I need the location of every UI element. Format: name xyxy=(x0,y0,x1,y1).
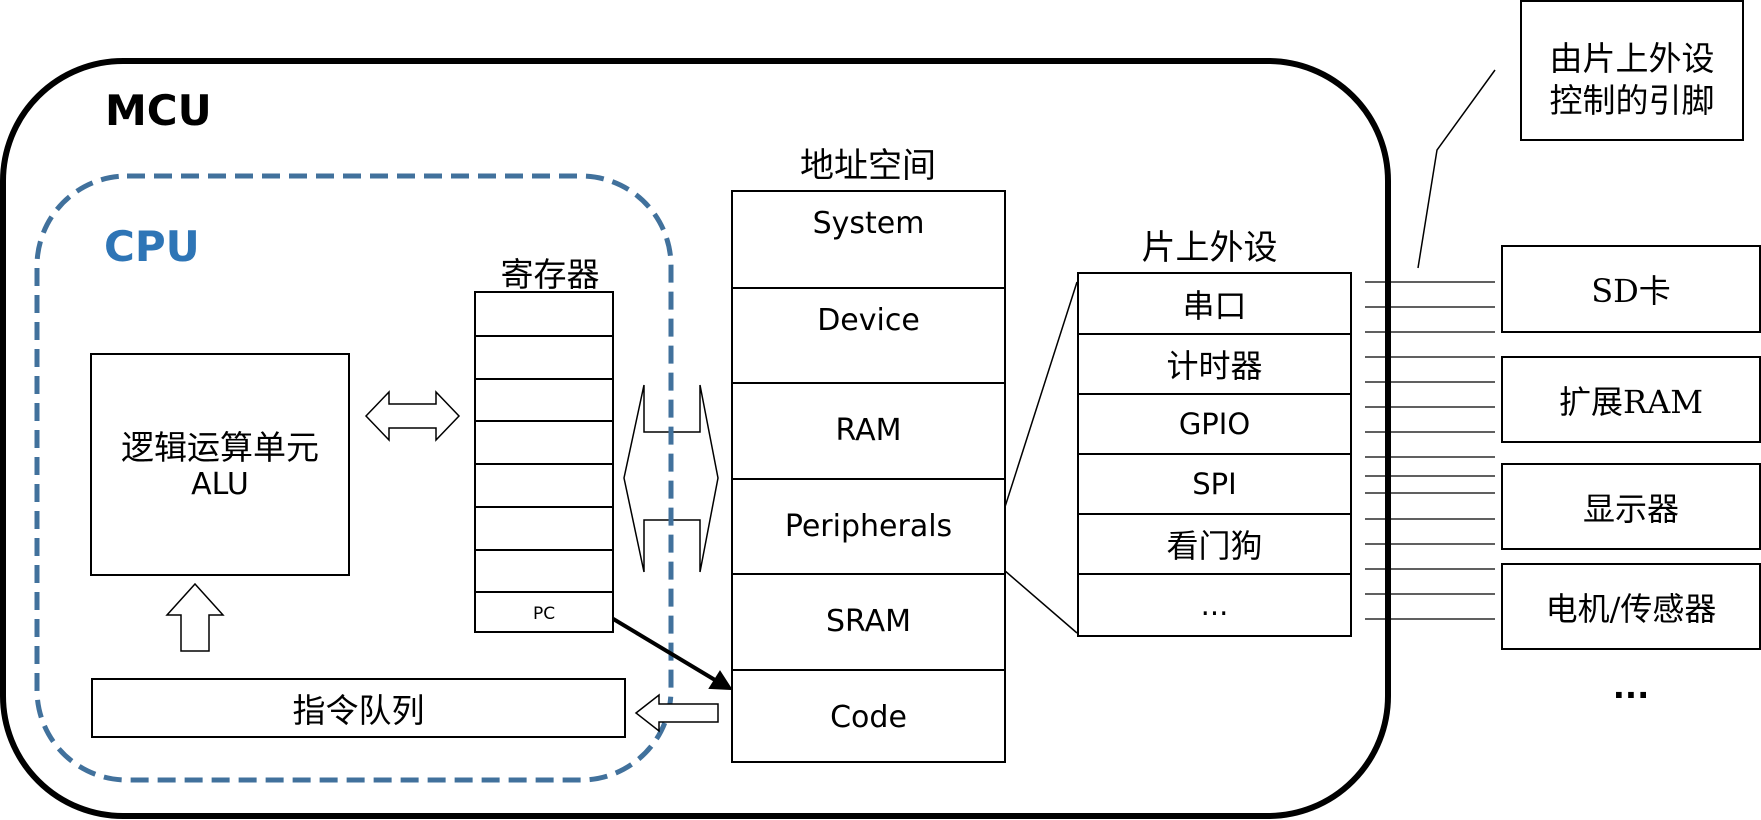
register-cell xyxy=(476,463,612,506)
external-devices-more: ... xyxy=(1612,668,1650,706)
peripheral-item-label: GPIO xyxy=(1178,407,1251,441)
pc-pointer-line xyxy=(608,615,717,682)
peripheral-item-label: SPI xyxy=(1192,467,1237,501)
register-cell xyxy=(476,548,612,592)
address-region-system: System xyxy=(733,192,1004,288)
address-region-label: System xyxy=(812,206,925,241)
address-space-title: 地址空间 xyxy=(800,146,936,186)
zoom-line-bottom xyxy=(1003,569,1078,634)
address-region-label: Device xyxy=(817,302,920,338)
peripheral-item: GPIO xyxy=(1079,393,1350,453)
callout-line-2: 控制的引脚 xyxy=(1549,81,1715,120)
alu-label-en: ALU xyxy=(191,467,249,502)
alu-label-cn: 逻辑运算单元 xyxy=(121,428,319,467)
peripherals-table: 串口计时器 GPIO SPI 看门狗... xyxy=(1077,272,1352,637)
peripheral-item-label: 计时器 xyxy=(1166,347,1263,385)
register-cell-label: PC xyxy=(532,603,556,624)
address-region-device: Device xyxy=(733,286,1004,383)
external-device-motor-sensor: 电机/传感器 xyxy=(1501,563,1761,650)
address-region-label: RAM xyxy=(835,413,902,449)
alu-register-arrow-icon xyxy=(364,390,461,442)
peripheral-item: 看门狗 xyxy=(1079,513,1350,573)
code-to-queue-arrow-icon xyxy=(634,693,719,733)
peripheral-item: SPI xyxy=(1079,453,1350,513)
peripherals-title: 片上外设 xyxy=(1141,228,1278,268)
external-device-label: 显示器 xyxy=(1582,489,1679,528)
address-region-label: SRAM xyxy=(825,604,912,640)
address-region-code: Code xyxy=(733,668,1004,765)
register-cell xyxy=(476,334,612,378)
register-cell xyxy=(476,377,612,421)
address-region-label: Peripherals xyxy=(784,508,953,544)
zoom-line-top xyxy=(1003,281,1078,511)
peripheral-item-label: 看门狗 xyxy=(1166,527,1263,565)
address-region-ram: RAM xyxy=(733,382,1004,478)
address-region-label: Code xyxy=(830,699,907,735)
register-cell xyxy=(476,420,612,463)
cpu-label: CPU xyxy=(104,222,200,271)
address-region-peripherals: Peripherals xyxy=(733,477,1004,574)
instruction-queue-label: 指令队列 xyxy=(292,691,425,730)
callout-line-1: 由片上外设 xyxy=(1549,39,1715,78)
address-region-sram: SRAM xyxy=(733,573,1004,669)
bus-arrow-icon xyxy=(623,384,719,573)
queue-to-alu-arrow-icon xyxy=(165,582,225,652)
peripheral-item: 计时器 xyxy=(1079,333,1350,393)
mcu-boundary xyxy=(0,58,1391,819)
external-device-label: 扩展RAM xyxy=(1559,382,1703,421)
mcu-label: MCU xyxy=(105,86,212,135)
register-cell xyxy=(476,505,612,549)
pc-pointer-arrowhead-icon xyxy=(708,670,733,691)
external-device-sd-card: SD卡 xyxy=(1501,245,1761,333)
register-file: PC xyxy=(474,291,614,633)
peripheral-item: 串口 xyxy=(1079,274,1350,334)
callout-box: 由片上外设 控制的引脚 xyxy=(1520,0,1744,141)
alu-block: 逻辑运算单元 ALU xyxy=(90,353,350,576)
external-device-ext-ram: 扩展RAM xyxy=(1501,356,1761,443)
external-device-display: 显示器 xyxy=(1501,463,1761,550)
registers-title: 寄存器 xyxy=(500,255,600,294)
instruction-queue: 指令队列 xyxy=(91,678,626,738)
peripheral-item: ... xyxy=(1079,573,1350,634)
peripheral-item-label: 串口 xyxy=(1182,287,1247,325)
peripheral-item-label: ... xyxy=(1200,587,1229,622)
external-device-label: SD卡 xyxy=(1591,272,1671,310)
external-device-label: 电机/传感器 xyxy=(1545,589,1717,628)
callout-leader-line xyxy=(1417,69,1496,269)
register-cell xyxy=(476,293,612,336)
register-cell-pc: PC xyxy=(476,591,612,634)
cpu-boundary xyxy=(34,173,674,783)
pin-lines xyxy=(1365,281,1495,620)
